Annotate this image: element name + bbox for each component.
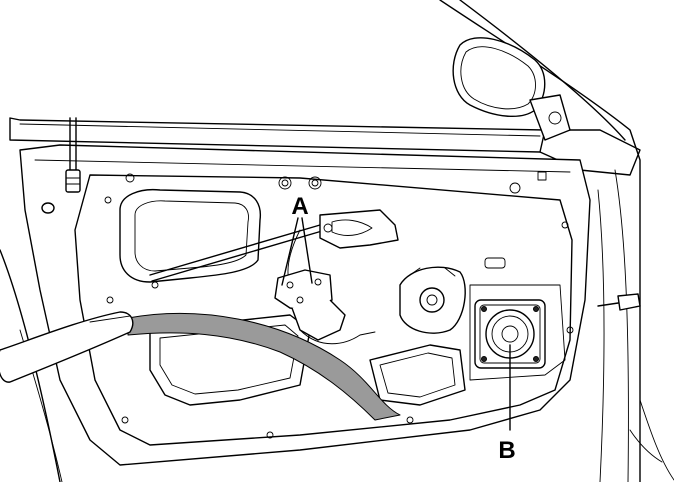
- callout-label-b: B: [498, 437, 515, 464]
- leader-lines: [281, 217, 511, 431]
- right-pin: [597, 293, 641, 311]
- armrest: [0, 311, 134, 383]
- trim-strap: [127, 312, 401, 421]
- regulator-bracket: [274, 269, 376, 345]
- retaining-clip: [41, 117, 81, 214]
- side-mirror: [452, 37, 571, 141]
- regulator-gear: [399, 266, 466, 334]
- door-handle-mechanism: [319, 209, 399, 249]
- leader-line-a-right: [301, 217, 313, 284]
- speaker: [474, 299, 546, 369]
- leader-line-a-left: [281, 217, 299, 286]
- callout-label-a: A: [291, 193, 308, 220]
